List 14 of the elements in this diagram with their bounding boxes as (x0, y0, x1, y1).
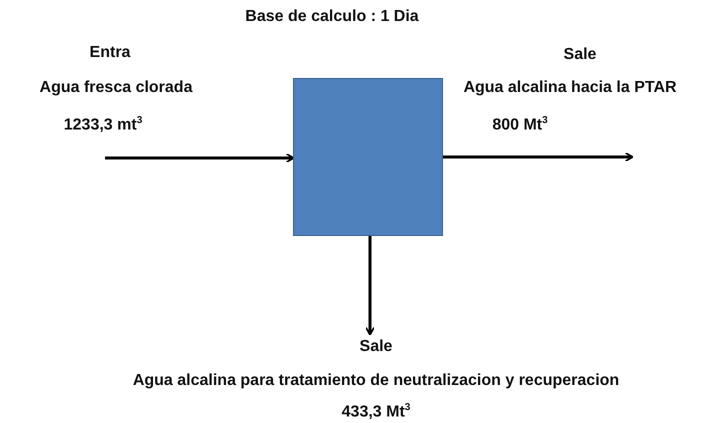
arrow (365, 236, 375, 336)
arrow (443, 152, 634, 162)
flow-label: 800 Mt$^{3}$ (492, 115, 548, 134)
arrow (105, 153, 295, 163)
flow-text: Sale (360, 338, 392, 356)
flow-label: Entra (90, 44, 130, 62)
flow-label: 1233,3 mt$^{3}$ (64, 115, 142, 134)
flow-text: 433,3 Mt$^{3}$ (342, 402, 410, 422)
flow-text: Agua alcalina para tratamiento de neutralizacion y recuperacion (132, 372, 620, 390)
flow-label: Agua alcalina hacia la PTAR (463, 79, 677, 97)
flow-label: Sale (564, 46, 596, 64)
title: Base de calculo : 1 Dia (245, 8, 419, 26)
process-box (293, 78, 443, 236)
flow-label: Agua fresca clorada (40, 79, 192, 97)
